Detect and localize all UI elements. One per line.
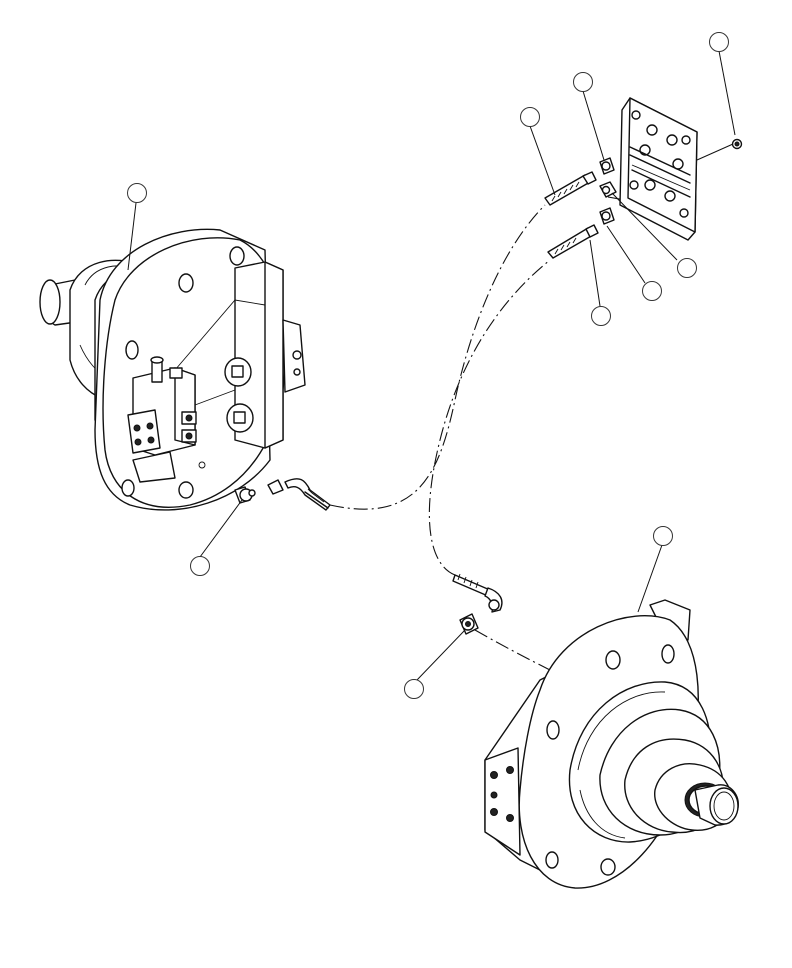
callout-balloon: [653, 526, 673, 546]
plate-link-path: [607, 196, 626, 201]
plate-nut: [731, 138, 743, 150]
callout-leaders: [127, 50, 736, 681]
lower-hose-path: [428, 259, 551, 576]
callout-balloon: [677, 258, 697, 278]
callout-balloon: [573, 72, 593, 92]
valve-plate-fittings: [544, 157, 617, 259]
callout-balloon: [404, 679, 424, 699]
left-wheel-motor: [39, 228, 306, 511]
hose-paths: [329, 196, 626, 676]
callout-balloon: [642, 281, 662, 301]
callout-balloon: [709, 32, 729, 52]
callout-balloon: [127, 183, 147, 203]
callout-balloon: [190, 556, 210, 576]
callout-balloons: [127, 32, 729, 699]
callout-balloon: [591, 306, 611, 326]
callout-balloon: [520, 107, 540, 127]
right-wheel-motor: [484, 599, 739, 889]
left-motor-hose-fittings: [234, 478, 331, 511]
lower-hose-right-path: [474, 629, 561, 676]
lower-hose-fittings: [452, 573, 503, 635]
upper-hose-path: [329, 204, 546, 510]
valve-plate-assembly: [619, 97, 734, 241]
